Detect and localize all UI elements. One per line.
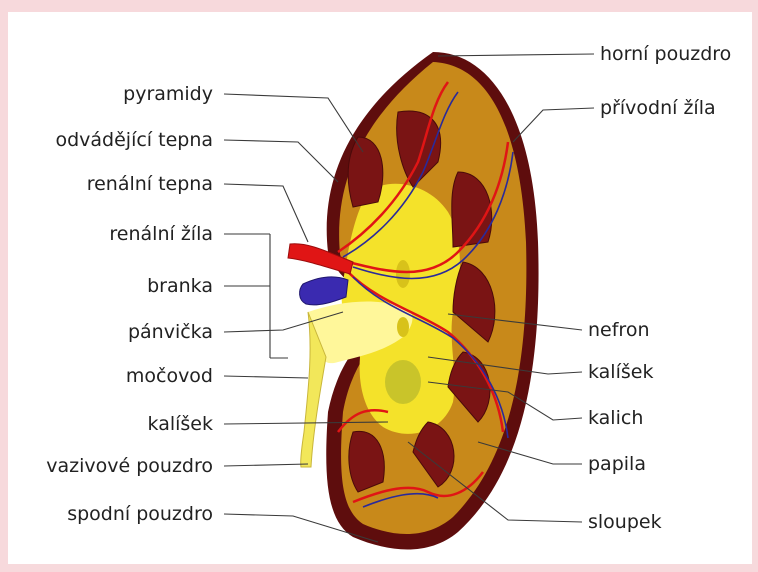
- left-labels: pyramidy odvádějící tepna renální tepna …: [46, 83, 213, 525]
- label-branka: branka: [147, 275, 213, 297]
- kidney-diagram: pyramidy odvádějící tepna renální tepna …: [8, 12, 752, 564]
- label-horni-pouzdro: horní pouzdro: [600, 43, 731, 65]
- label-nefron: nefron: [588, 319, 649, 341]
- label-papila: papila: [588, 453, 646, 475]
- label-privodni-zila: přívodní žíla: [600, 97, 716, 119]
- label-panvicka: pánvička: [128, 321, 213, 343]
- label-sloupek: sloupek: [588, 511, 662, 533]
- label-vazivove-pouzdro: vazivové pouzdro: [46, 455, 213, 477]
- renal-vein: [300, 277, 348, 305]
- label-kalisek-left: kalíšek: [148, 413, 213, 435]
- right-labels: horní pouzdro přívodní žíla nefron kalíš…: [588, 43, 731, 533]
- label-kalisek-right: kalíšek: [588, 361, 653, 383]
- kidney-illustration: [288, 52, 539, 550]
- label-spodni-pouzdro: spodní pouzdro: [67, 503, 213, 525]
- label-pyramidy: pyramidy: [123, 83, 213, 105]
- label-renalni-tepna: renální tepna: [87, 173, 213, 195]
- label-kalich: kalich: [588, 407, 643, 429]
- label-renalni-zila: renální žíla: [109, 223, 213, 245]
- label-mocovod: močovod: [126, 365, 213, 387]
- label-odvadejici-tepna: odvádějící tepna: [55, 129, 213, 151]
- diagram-panel: pyramidy odvádějící tepna renální tepna …: [8, 12, 752, 564]
